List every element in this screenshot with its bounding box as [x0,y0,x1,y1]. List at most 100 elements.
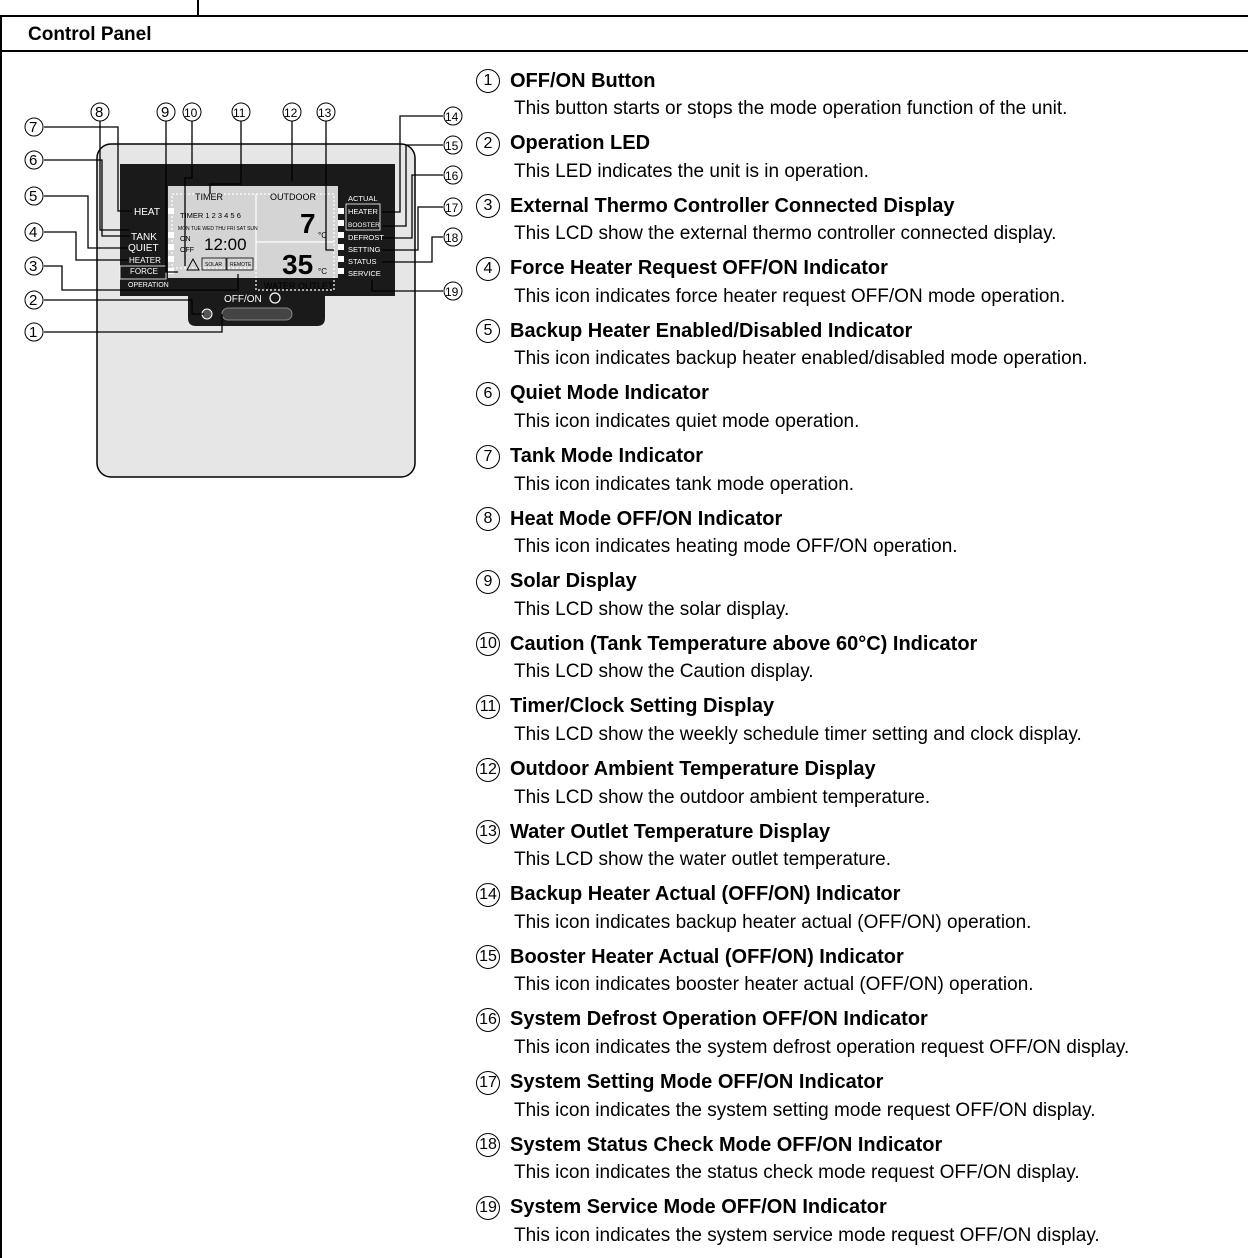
item-description: This LCD show the water outlet temperatu… [514,849,892,871]
lcd-outdoor-unit: °C [318,231,327,240]
item-number: 14 [476,882,500,907]
item-description: This icon indicates tank mode operation. [514,473,855,495]
item-description: This LCD show the external thermo contro… [514,223,1057,245]
lcd-weekdays: MON TUE WED THU FRI SAT SUN [178,226,258,232]
label-quiet: QUIET [128,243,159,254]
label-heater: HEATER [129,256,161,265]
svg-text:10: 10 [184,106,198,120]
item-description: This icon indicates booster heater actua… [514,974,1034,996]
item-title: Water Outlet Temperature Display [510,820,831,843]
item-title: Quiet Mode Indicator [510,382,709,405]
lcd-off: OFF [180,247,194,254]
label-defrost: DEFROST [348,233,384,242]
offon-button[interactable] [221,307,293,321]
item-number: 6 [476,381,500,406]
svg-text:1: 1 [29,324,37,341]
item-number: 18 [476,1133,500,1158]
list-item: 15 Booster Heater Actual (OFF/ON) Indicat… [476,942,1246,1005]
left-rule [0,15,2,1258]
item-title: Force Heater Request OFF/ON Indicator [510,257,888,280]
item-description: This icon indicates heating mode OFF/ON … [514,536,958,558]
list-item: 18 System Status Check Mode OFF/ON Indica… [476,1130,1246,1193]
outdoor-frame [255,193,335,243]
lcd-water-outlet-label: WATER OUTLET [264,281,334,291]
lcd-timer-label: TIMER [195,192,223,202]
item-title: Operation LED [510,132,651,155]
label-status: STATUS [348,257,376,266]
item-title: Caution (Tank Temperature above 60°C) In… [510,632,978,655]
item-number: 1 [476,69,500,93]
item-number: 13 [476,820,500,845]
section-header: Control Panel [0,17,1248,52]
item-description: This icon indicates the system defrost o… [514,1036,1130,1058]
item-title: System Status Check Mode OFF/ON Indicato… [510,1133,943,1156]
item-description: This LCD show the outdoor ambient temper… [514,786,931,808]
list-item: 14 Backup Heater Actual (OFF/ON) Indicato… [476,880,1246,943]
item-description: This icon indicates backup heater actual… [514,911,1032,933]
item-number: 3 [476,194,500,219]
svg-text:3: 3 [29,258,37,275]
item-title: System Defrost Operation OFF/ON Indicato… [510,1008,928,1031]
item-description: This icon indicates the system service m… [514,1224,1100,1246]
label-booster: BOOSTER [348,222,380,229]
item-title: Backup Heater Enabled/Disabled Indicator [510,319,913,342]
item-number: 8 [476,507,500,532]
svg-text:16: 16 [445,169,459,183]
item-number: 16 [476,1007,500,1032]
svg-text:18: 18 [445,231,459,245]
lcd-outdoor-temp: 7 [300,208,316,239]
item-description: This button starts or stops the mode ope… [514,98,1068,119]
item-description: This icon indicates force heater request… [514,285,1066,307]
lcd-solar: SOLAR [205,262,222,268]
item-number: 4 [476,256,500,281]
svg-text:9: 9 [161,104,169,121]
top-divider-stub [197,0,199,15]
svg-text:14: 14 [445,110,459,124]
item-title: External Thermo Controller Connected Dis… [510,194,955,217]
svg-text:7: 7 [29,119,37,136]
item-title: Booster Heater Actual (OFF/ON) Indicator [510,945,904,968]
lcd-water-temp: 35 [282,249,313,280]
item-number: 10 [476,632,500,657]
list-item: 2 Operation LED This LED indicates the uni… [476,129,1246,192]
item-description: This icon indicates quiet mode operation… [514,410,860,432]
item-title: Solar Display [510,570,637,593]
list-item: 10 Caution (Tank Temperature above 60°C) … [476,629,1246,692]
item-number: 2 [476,131,500,156]
power-icon [269,292,281,304]
item-title: Outdoor Ambient Temperature Display [510,758,876,781]
svg-text:12: 12 [284,106,298,120]
item-number: 15 [476,945,500,970]
lcd-timer-days: TIMER 1 2 3 4 5 6 [180,211,241,220]
item-number: 7 [476,444,500,469]
item-description: This icon indicates the system setting m… [514,1099,1096,1121]
item-title: System Service Mode OFF/ON Indicator [510,1196,887,1219]
lcd-remote: REMOTE [230,262,252,268]
item-title: OFF/ON Button [510,69,656,92]
item-description: This LCD show the Caution display. [514,661,814,683]
svg-text:11: 11 [233,106,246,120]
item-description: This icon indicates backup heater enable… [514,348,1088,370]
item-description: This LED indicates the unit is in operat… [514,160,869,182]
label-force: FORCE [130,267,158,276]
item-title: Backup Heater Actual (OFF/ON) Indicator [510,883,901,906]
control-panel-diagram: HEAT TANK QUIET HEATER FORCE OPERATION T… [24,102,463,478]
lcd-clock: 12:00 [204,235,247,254]
svg-text:13: 13 [318,106,332,120]
item-title: System Setting Mode OFF/ON Indicator [510,1071,884,1093]
svg-text:4: 4 [29,224,37,241]
item-description: This LCD show the weekly schedule timer … [514,723,1082,745]
item-title: Timer/Clock Setting Display [510,695,775,718]
lcd-water-unit: °C [318,267,327,276]
